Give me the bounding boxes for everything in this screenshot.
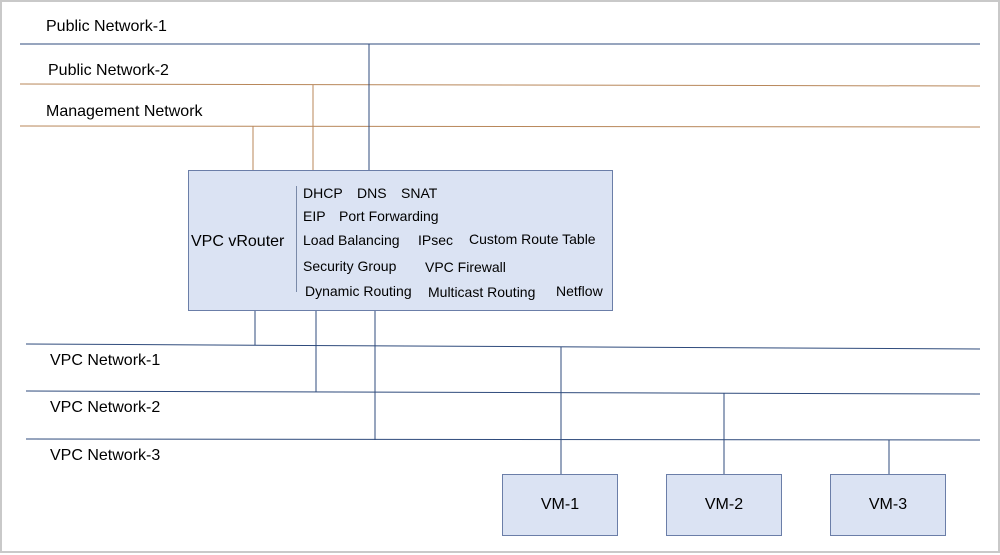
service-snat: SNAT <box>401 185 438 201</box>
vpc-vrouter-box: VPC vRouter DHCP DNS SNAT EIP Port Forwa… <box>188 170 613 311</box>
vm-2-label: VM-2 <box>704 496 744 513</box>
service-eip: EIP <box>303 208 326 224</box>
vm-1-box: VM-1 <box>502 474 618 536</box>
vpc-network-2-bus <box>25 390 981 395</box>
service-dhcp: DHCP <box>303 185 343 201</box>
service-security-group: Security Group <box>303 258 397 274</box>
vm-1-label: VM-1 <box>540 496 580 513</box>
service-load-balancing: Load Balancing <box>303 232 400 248</box>
service-dns: DNS <box>357 185 387 201</box>
vpc-network-2-label: VPC Network-2 <box>50 399 161 416</box>
management-network-label: Management Network <box>46 103 203 120</box>
public-network-2-bus <box>19 83 981 87</box>
service-dynamic-routing: Dynamic Routing <box>305 283 412 299</box>
vm-2-box: VM-2 <box>666 474 782 536</box>
vm-3-label: VM-3 <box>868 496 908 513</box>
vm-3-box: VM-3 <box>830 474 946 536</box>
vpc-network-1-label: VPC Network-1 <box>50 352 161 369</box>
service-multicast-routing: Multicast Routing <box>428 284 536 300</box>
service-vpc-firewall: VPC Firewall <box>425 259 506 275</box>
service-netflow: Netflow <box>556 283 603 299</box>
vpc-network-3-label: VPC Network-3 <box>50 447 161 464</box>
public-network-1-label: Public Network-1 <box>46 18 167 35</box>
management-network-bus <box>19 125 981 128</box>
service-ipsec: IPsec <box>418 232 454 248</box>
vpc-vrouter-name: VPC vRouter <box>191 233 285 250</box>
service-port-forwarding: Port Forwarding <box>339 208 439 224</box>
vpc-network-3-bus <box>25 438 981 441</box>
vpc-network-1-bus <box>25 343 981 350</box>
service-custom-route-table: Custom Route Table <box>469 231 596 247</box>
router-divider <box>296 186 297 292</box>
public-network-2-label: Public Network-2 <box>48 62 169 79</box>
